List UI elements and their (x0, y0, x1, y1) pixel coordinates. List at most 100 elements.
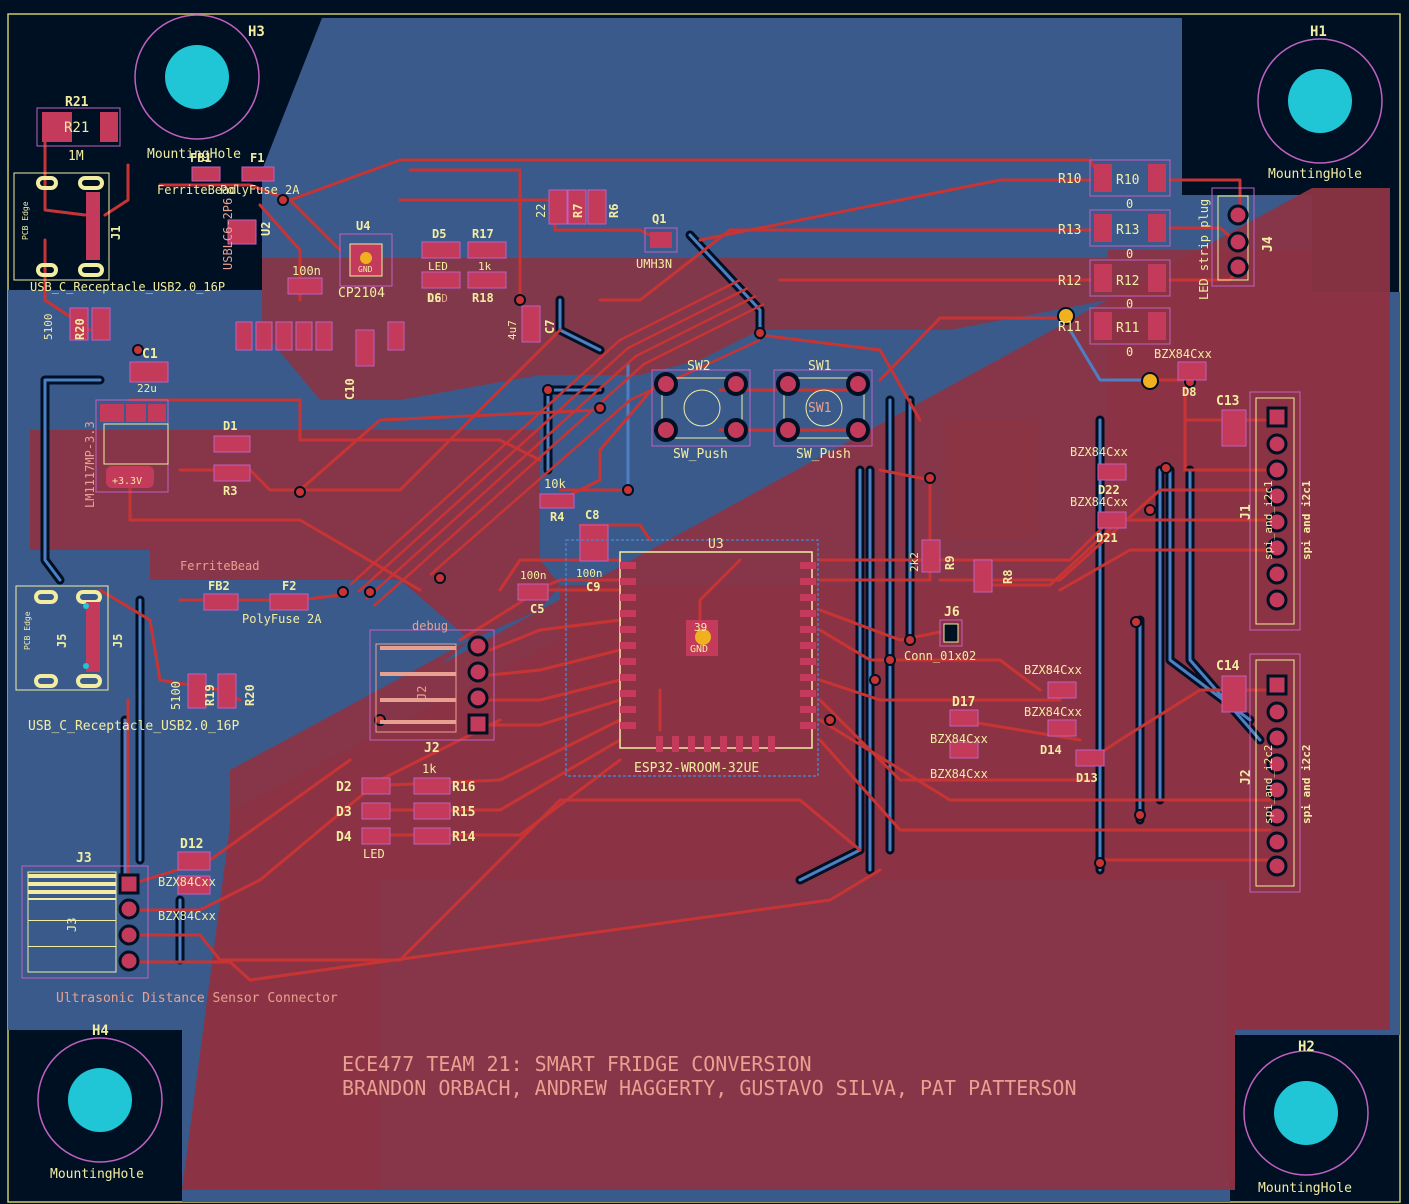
resistor-r3: R3 (213, 464, 251, 498)
title-line-1: ECE477 TEAM 21: SMART FRIDGE CONVERSION (342, 1052, 812, 1076)
svg-text:D14: D14 (1040, 743, 1062, 757)
connector-j1-spi-i2c1: J1 spi_and_i2c1 spi and i2c1 (1239, 391, 1313, 631)
svg-text:R21: R21 (64, 120, 89, 136)
svg-text:D21: D21 (1096, 531, 1118, 545)
connector-j6: J6 Conn_01x02 (904, 605, 976, 663)
svg-text:spi and i2c1: spi and i2c1 (1300, 480, 1313, 560)
resistor-r22-r7-r6: 22 R7 R6 (534, 189, 621, 225)
diode-d17-d16: D17 BZX84Cxx BZX84Cxx (930, 695, 988, 781)
svg-text:UMH3N: UMH3N (636, 257, 672, 271)
svg-text:D3: D3 (336, 805, 352, 820)
resistor-r17: R17 1k (467, 227, 507, 273)
front-copper-zone-mid (945, 420, 1038, 540)
svg-text:U4: U4 (356, 219, 370, 233)
svg-text:39: 39 (694, 621, 707, 634)
svg-text:R13: R13 (1116, 223, 1139, 238)
regulator-u1: +3.3V LM1117MP-3.3 (83, 399, 169, 508)
svg-text:R10: R10 (1116, 173, 1139, 188)
svg-text:J1: J1 (109, 226, 123, 240)
svg-text:CP2104: CP2104 (338, 286, 385, 301)
front-copper-zone-top (262, 258, 1108, 400)
svg-text:USB_C_Receptacle_USB2.0_16P: USB_C_Receptacle_USB2.0_16P (30, 280, 225, 294)
svg-text:C13: C13 (1216, 394, 1239, 409)
ic-u2: U2 USBLC6-2P6 (221, 198, 273, 270)
svg-text:J2: J2 (424, 741, 440, 756)
svg-text:spi and i2c2: spi and i2c2 (1300, 745, 1313, 824)
svg-text:R4: R4 (550, 510, 564, 524)
module-u3-esp32: 39 GND U3 ESP32-WROOM-32UE (565, 537, 819, 777)
svg-text:PCB Edge: PCB Edge (23, 611, 32, 650)
svg-text:C14: C14 (1216, 659, 1240, 674)
svg-text:Conn_01x02: Conn_01x02 (904, 649, 976, 663)
front-copper-zone-right (182, 250, 1390, 1190)
diode-d21: BZX84Cxx D21 (1070, 495, 1128, 545)
resistor-r4: 10k R4 (539, 477, 575, 524)
svg-text:D17: D17 (952, 695, 975, 710)
led-d5: D5 LED (421, 227, 461, 273)
svg-text:H4: H4 (92, 1023, 109, 1039)
capacitor-c10: C10 (343, 329, 375, 400)
svg-text:R19: R19 (203, 684, 217, 706)
svg-text:100n: 100n (520, 569, 547, 582)
usb-c-receptacle-j5: PCB Edge J5 J5 USB_C_Receptacle_USB2.0_1… (15, 585, 239, 734)
svg-text:0: 0 (1126, 247, 1133, 261)
svg-text:R9: R9 (943, 556, 957, 570)
svg-text:BZX84Cxx: BZX84Cxx (158, 875, 216, 889)
svg-text:LM1117MP-3.3: LM1117MP-3.3 (83, 421, 97, 508)
svg-text:R20: R20 (73, 318, 87, 340)
connector-j3-ultrasonic: J3 J3 Ultrasonic Distance Sensor Connect… (21, 851, 338, 1006)
svg-text:FerriteBead: FerriteBead (180, 559, 259, 573)
svg-text:100n: 100n (576, 567, 603, 580)
svg-text:BZX84Cxx: BZX84Cxx (1024, 705, 1082, 719)
svg-text:C7: C7 (543, 320, 557, 334)
title-line-2: BRANDON ORBACH, ANDREW HAGGERTY, GUSTAVO… (342, 1076, 1077, 1100)
svg-text:ESP32-WROOM-32UE: ESP32-WROOM-32UE (634, 761, 759, 776)
resistor-r20-top: 5100 R20 (42, 307, 111, 341)
svg-text:R12: R12 (1116, 274, 1139, 289)
svg-text:C10: C10 (343, 378, 357, 400)
svg-text:R11: R11 (1058, 320, 1081, 335)
svg-text:LED: LED (363, 847, 385, 861)
svg-text:R17: R17 (472, 227, 494, 241)
usb-c-receptacle-j1: PCB Edge J1 USB_C_Receptacle_USB2.0_16P (13, 172, 225, 294)
svg-text:5100: 5100 (42, 314, 55, 341)
svg-text:PolyFuse 2A: PolyFuse 2A (220, 183, 300, 197)
connector-j2-spi-i2c2: J2 spi_and_i2c2 spi and i2c2 (1239, 653, 1313, 893)
svg-text:R3: R3 (223, 484, 237, 498)
svg-text:SW1: SW1 (808, 401, 831, 416)
transistor-q1: Q1 UMH3N (636, 212, 678, 271)
svg-text:R14: R14 (452, 830, 476, 845)
svg-text:22u: 22u (137, 382, 157, 395)
svg-text:GND: GND (690, 644, 708, 655)
svg-text:D12: D12 (180, 837, 203, 852)
capacitor-c14: C14 (1216, 659, 1247, 713)
resistor-r18: R18 (467, 271, 507, 305)
diode-d8: BZX84Cxx D8 (1154, 347, 1212, 399)
svg-text:Ultrasonic Distance Sensor Con: Ultrasonic Distance Sensor Connector (56, 991, 338, 1006)
svg-text:R16: R16 (452, 780, 476, 795)
svg-text:J4: J4 (1261, 236, 1276, 252)
svg-text:0: 0 (1126, 197, 1133, 211)
svg-text:D4: D4 (336, 830, 352, 845)
svg-text:J2: J2 (415, 686, 429, 700)
switch-sw2: SW2 SW_Push (651, 359, 751, 462)
svg-text:GND: GND (358, 265, 373, 274)
capacitor-c1: C1 22u (129, 347, 169, 395)
svg-text:USBLC6-2P6: USBLC6-2P6 (221, 198, 235, 270)
svg-text:5100: 5100 (169, 681, 183, 710)
svg-text:H3: H3 (248, 24, 265, 40)
svg-text:BZX84Cxx: BZX84Cxx (1070, 495, 1128, 509)
svg-text:F1: F1 (250, 151, 264, 165)
svg-text:MountingHole: MountingHole (1258, 1181, 1352, 1196)
svg-text:BZX84Cxx: BZX84Cxx (1024, 663, 1082, 677)
svg-text:C1: C1 (142, 347, 158, 362)
svg-text:10k: 10k (544, 477, 566, 491)
svg-text:D2: D2 (336, 780, 352, 795)
svg-text:BZX84Cxx: BZX84Cxx (1070, 445, 1128, 459)
svg-text:USB_C_Receptacle_USB2.0_16P: USB_C_Receptacle_USB2.0_16P (28, 719, 239, 734)
svg-text:R12: R12 (1058, 274, 1081, 289)
resistor-r12: R12 R12 0 (1058, 259, 1171, 311)
svg-text:LED: LED (428, 260, 448, 273)
svg-text:BZX84Cxx: BZX84Cxx (930, 767, 988, 781)
svg-text:R18: R18 (472, 291, 494, 305)
